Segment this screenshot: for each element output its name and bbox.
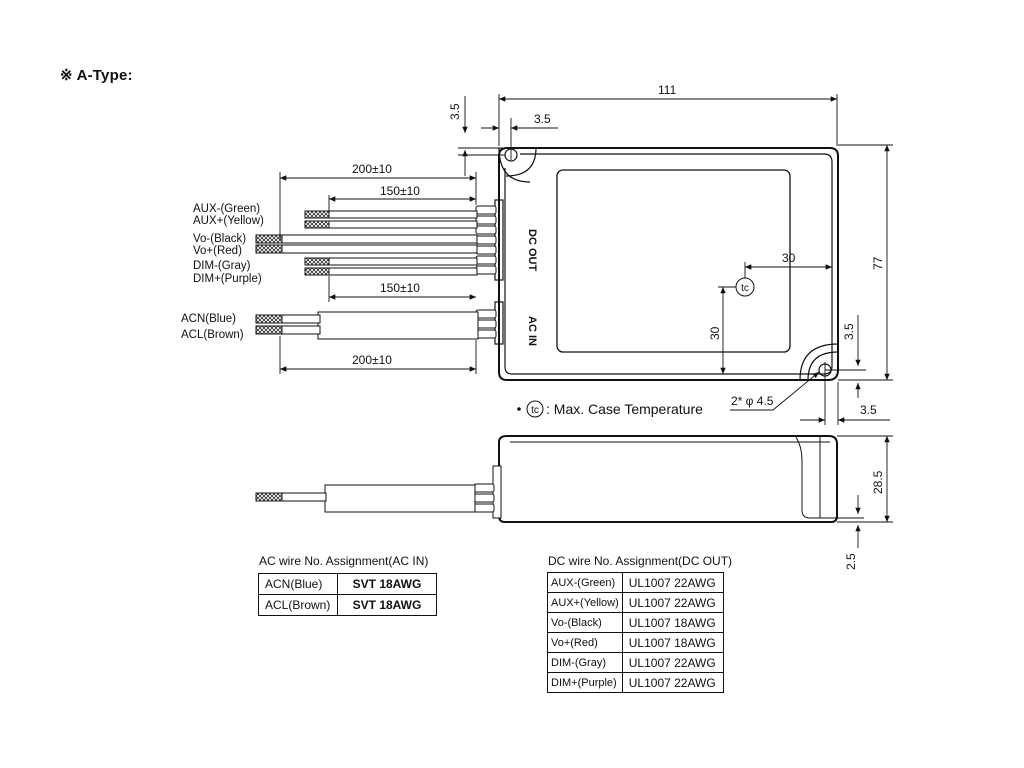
dimension-lines	[279, 94, 893, 425]
wire-label-acn: ACN(Blue)	[181, 313, 236, 325]
ac-in-label: AC IN	[526, 316, 538, 346]
dim-overall-width: 77	[871, 256, 885, 270]
tc-note: tc : Max. Case Temperature	[517, 400, 703, 418]
table-row: DIM-(Gray) UL1007 22AWG	[547, 652, 724, 673]
dc-row-spec: UL1007 22AWG	[621, 572, 724, 593]
dim-height: 28.5	[871, 470, 885, 494]
dim-hole-offset-top-h: 3.5	[534, 112, 551, 126]
table-row: DIM+(Purple) UL1007 22AWG	[547, 672, 724, 693]
dc-row-wire: DIM-(Gray)	[547, 652, 623, 673]
dc-row-wire: DIM+(Purple)	[547, 672, 623, 693]
dim-dc-short-leads-top: 150±10	[380, 184, 420, 198]
dim-hole-offset-top: 3.5	[448, 103, 462, 120]
dc-row-spec: UL1007 18AWG	[621, 632, 724, 653]
dc-row-spec: UL1007 22AWG	[621, 592, 724, 613]
ac-table-caption: AC wire No. Assignment(AC IN)	[259, 554, 429, 568]
tc-note-text: : Max. Case Temperature	[546, 401, 703, 417]
case-side-view	[492, 435, 838, 523]
dc-table-caption: DC wire No. Assignment(DC OUT)	[548, 554, 733, 568]
tc-marker-text: tc	[741, 283, 749, 294]
dim-dc-long-leads: 200±10	[352, 162, 392, 176]
table-row: ACN(Blue) SVT 18AWG	[258, 573, 437, 595]
table-row: AUX-(Green) UL1007 22AWG	[547, 572, 724, 593]
dim-foot: 2.5	[844, 553, 858, 570]
side-view-cable	[255, 483, 495, 513]
wire-label-acl: ACL(Brown)	[181, 329, 244, 341]
dc-out-label: DC OUT	[526, 229, 538, 271]
dc-row-spec: UL1007 22AWG	[621, 672, 724, 693]
dc-row-wire: AUX-(Green)	[547, 572, 623, 593]
drawing-title: ※ A-Type:	[60, 67, 133, 84]
wire-label-aux-plus: AUX+(Yellow)	[193, 215, 264, 227]
dc-wire-table: AUX-(Green) UL1007 22AWG AUX+(Yellow) UL…	[547, 572, 724, 693]
dc-row-spec: UL1007 22AWG	[621, 652, 724, 673]
dim-tc-y: 30	[708, 326, 722, 340]
dim-overall-length: 111	[658, 83, 677, 97]
ac-cable-bundle	[255, 309, 497, 340]
wire-label-aux-minus: AUX-(Green)	[193, 203, 260, 215]
table-row: Vo+(Red) UL1007 18AWG	[547, 632, 724, 653]
wire-label-vo-plus: Vo+(Red)	[193, 245, 242, 257]
dc-cable-bundle	[255, 205, 497, 276]
dc-row-wire: Vo+(Red)	[547, 632, 623, 653]
dim-hole-offset-side: 3.5	[842, 323, 856, 340]
ac-row-wire: ACL(Brown)	[258, 594, 338, 616]
ac-row-wire: ACN(Blue)	[258, 573, 338, 595]
tc-marker: tc	[735, 277, 755, 297]
dim-hole-offset-bottom: 3.5	[860, 403, 877, 417]
side-dimension-lines	[832, 435, 893, 548]
table-row: Vo-(Black) UL1007 18AWG	[547, 612, 724, 633]
dc-row-wire: AUX+(Yellow)	[547, 592, 623, 613]
tc-note-symbol: tc	[531, 405, 539, 416]
ac-row-spec: SVT 18AWG	[337, 573, 437, 595]
dim-hole-spec: 2* φ 4.5	[731, 394, 774, 408]
dc-row-wire: Vo-(Black)	[547, 612, 623, 633]
table-row: ACL(Brown) SVT 18AWG	[258, 594, 437, 616]
dim-tc-x: 30	[782, 251, 796, 265]
ac-wire-table: ACN(Blue) SVT 18AWG ACL(Brown) SVT 18AWG	[258, 573, 437, 616]
dim-dc-short-leads-bottom: 150±10	[380, 281, 420, 295]
dc-row-spec: UL1007 18AWG	[621, 612, 724, 633]
table-row: AUX+(Yellow) UL1007 22AWG	[547, 592, 724, 613]
ac-row-spec: SVT 18AWG	[337, 594, 437, 616]
dim-ac-leads: 200±10	[352, 353, 392, 367]
wire-label-dim-plus: DIM+(Purple)	[193, 273, 262, 285]
wire-label-dim-minus: DIM-(Gray)	[193, 260, 251, 272]
wire-label-vo-minus: Vo-(Black)	[193, 233, 246, 245]
